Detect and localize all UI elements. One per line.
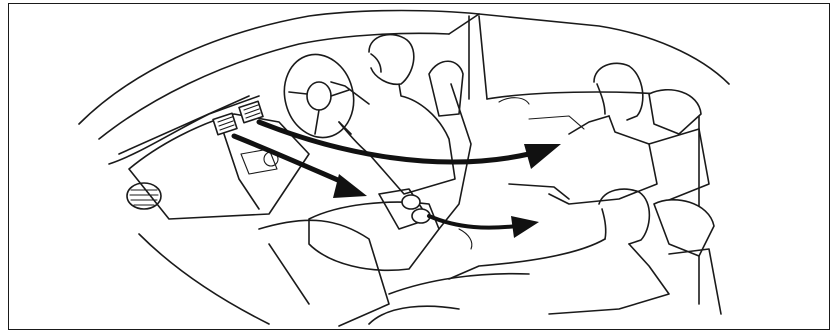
illustration-frame (8, 3, 830, 330)
driver-seat (259, 84, 471, 326)
front-passenger-figure (509, 63, 709, 204)
car-body-outline (79, 11, 729, 325)
console-vents-icon (379, 189, 430, 229)
center-vents-icon (213, 101, 263, 134)
car-airflow-illustration-icon (9, 4, 830, 330)
airflow-arrow-lower (429, 216, 539, 238)
